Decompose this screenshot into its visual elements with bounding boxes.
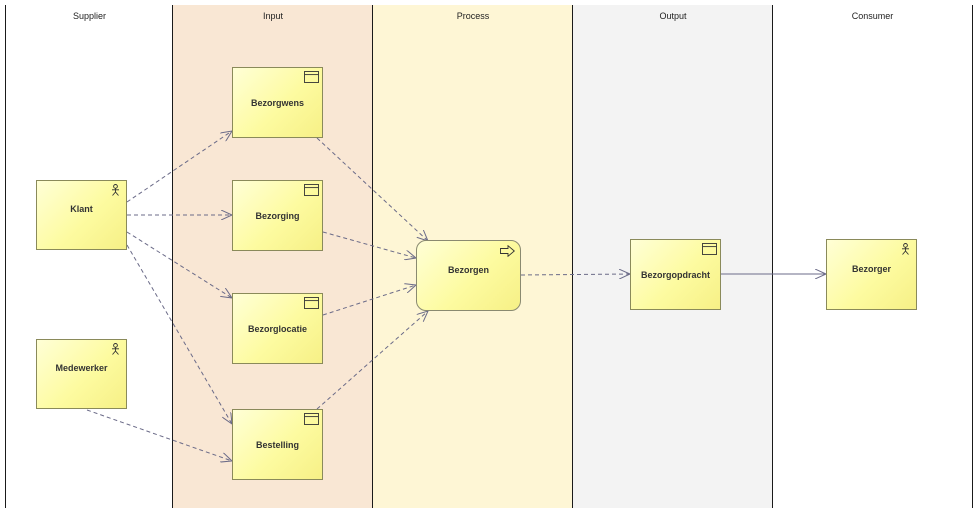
business-object-icon [304,413,319,425]
node-medewerker[interactable]: Medewerker [36,339,127,409]
actor-icon [112,343,119,355]
node-bezorging[interactable]: Bezorging [232,180,323,251]
node-label-bezorgwens: Bezorgwens [250,97,304,108]
flow-bezorglocatie-bezorgen [322,285,416,316]
business-object-icon [304,184,319,196]
node-bezorgwens[interactable]: Bezorgwens [232,67,323,138]
flow-bezorgwens-bezorgen [316,137,428,241]
node-bezorgopdracht[interactable]: Bezorgopdracht [630,239,721,310]
business-object-icon [304,71,319,83]
node-bezorger[interactable]: Bezorger [826,239,917,310]
lane-title-supplier: Supplier [72,11,107,21]
flow-bezorging-bezorgen [322,231,416,258]
business-object-icon [304,297,319,309]
flow-klant-bezorglocatie [126,231,232,298]
flow-klant-bestelling [126,244,232,424]
lane-title-input: Input [262,11,284,21]
node-label-medewerker: Medewerker [55,363,108,373]
actor-icon [112,184,119,196]
node-klant[interactable]: Klant [36,180,127,250]
flow-bestelling-bezorgen [316,311,428,410]
node-label-bezorglocatie: Bezorglocatie [247,323,307,334]
business-process-icon [500,245,515,257]
node-label-bezorgen: Bezorgen [447,264,489,275]
lane-supplier: Supplier [5,5,173,508]
node-label-klant: Klant [70,204,93,214]
actor-icon [902,243,909,255]
node-bezorglocatie[interactable]: Bezorglocatie [232,293,323,364]
node-label-bezorger: Bezorger [851,263,891,274]
lane-title-process: Process [456,11,490,21]
node-label-bezorging: Bezorging [255,210,300,221]
business-object-icon [702,243,717,255]
lane-title-output: Output [659,11,687,21]
lane-title-consumer: Consumer [851,11,894,21]
flow-medewerker-bestelling [86,409,232,461]
node-bezorgen[interactable]: Bezorgen [416,240,521,311]
node-label-bezorgopdracht: Bezorgopdracht [640,269,710,280]
flow-bezorgen-bezorgopdracht [520,274,630,275]
flow-klant-bezorgwens [126,131,232,203]
node-bestelling[interactable]: Bestelling [232,409,323,480]
node-label-bestelling: Bestelling [255,439,299,450]
